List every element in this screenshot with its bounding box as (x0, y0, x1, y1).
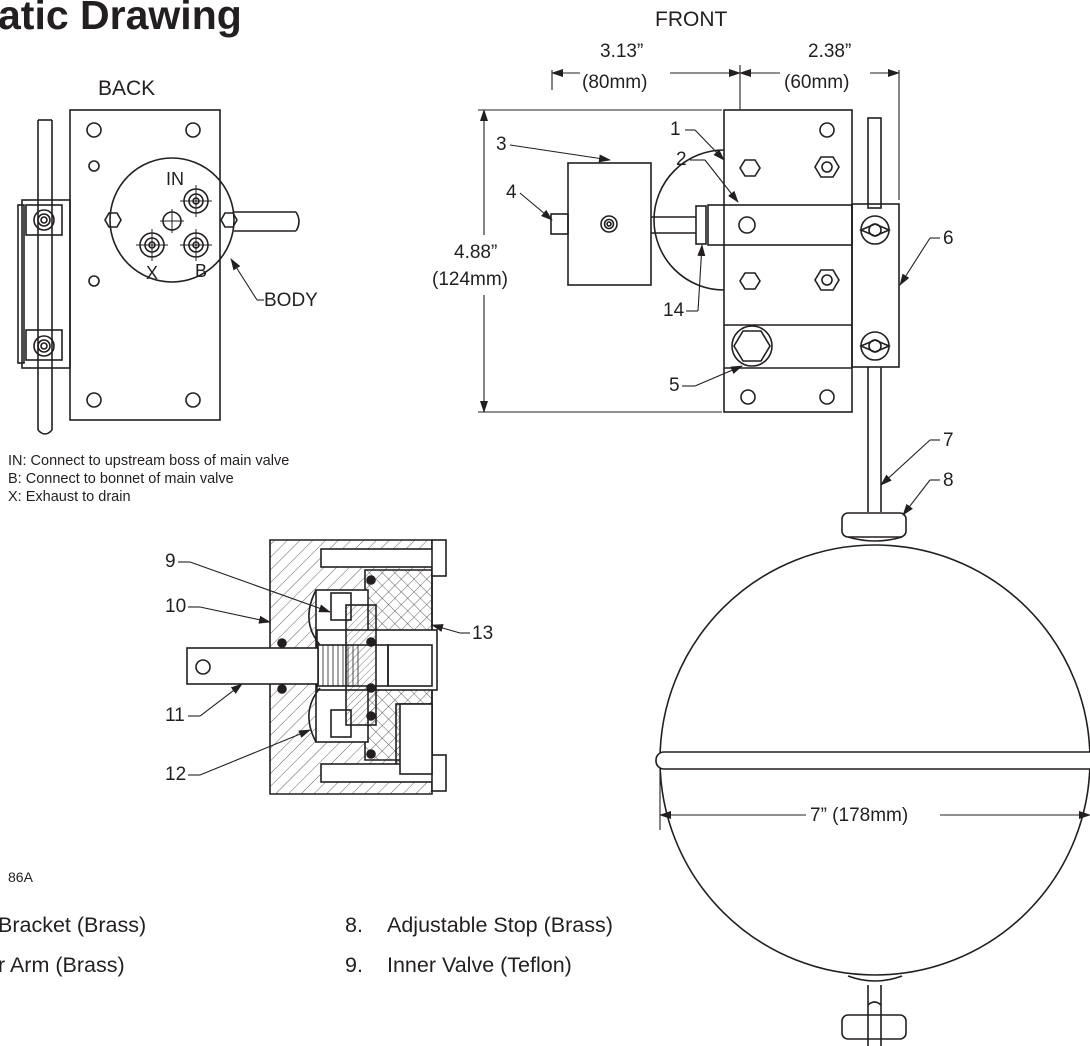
port-legend: IN: Connect to upstream boss of main val… (8, 452, 289, 506)
part-item: r Arm (Brass) (0, 953, 125, 977)
body-label: BODY (264, 290, 318, 311)
dim-height: 4.88” (454, 242, 498, 263)
back-view-label: BACK (98, 77, 156, 100)
dim-width-left-mm: (80mm) (582, 72, 648, 93)
legend-x: X: Exhaust to drain (8, 489, 131, 505)
callout-4: 4 (506, 182, 517, 203)
callout-leaders (178, 129, 940, 776)
port-x-label: X (146, 263, 159, 283)
back-view (17, 109, 300, 435)
front-nut-upper-icon (814, 156, 840, 178)
dim-width-right: 2.38” (808, 41, 852, 62)
clip-ring-lower-icon (858, 331, 892, 361)
callout-9: 9 (165, 551, 176, 572)
page-title: atic Drawing (0, 0, 242, 38)
part-item: 9.Inner Valve (Teflon) (345, 953, 572, 977)
dim-width-left: 3.13” (600, 41, 644, 62)
legend-b: B: Connect to bonnet of main valve (8, 471, 234, 487)
callout-7: 7 (943, 430, 954, 451)
valve-body-outline (109, 157, 235, 283)
callout-6: 6 (943, 228, 954, 249)
stop-nut-icon (600, 215, 618, 233)
front-view (478, 65, 1090, 1046)
port-x-icon (136, 229, 168, 261)
parts-list-right: 8.Adjustable Stop (Brass) 9.Inner Valve … (345, 905, 613, 985)
section-view (186, 539, 447, 795)
parts-list-left: Bracket (Brass) r Arm (Brass) (0, 905, 146, 985)
front-view-label: FRONT (655, 8, 728, 31)
port-in-label: IN (166, 169, 184, 189)
callout-8: 8 (943, 470, 954, 491)
callout-1: 1 (670, 119, 681, 140)
callout-12: 12 (165, 764, 187, 785)
dim-height-mm: (124mm) (432, 269, 509, 290)
callout-11: 11 (165, 705, 185, 726)
callout-5: 5 (669, 375, 680, 396)
callout-14: 14 (663, 300, 685, 321)
drawing-number: 86A (8, 869, 33, 885)
part-item: 8.Adjustable Stop (Brass) (345, 913, 613, 937)
port-b-label: B (195, 261, 208, 281)
callout-10: 10 (165, 596, 187, 617)
callout-13: 13 (472, 623, 494, 644)
dim-width-right-mm: (60mm) (784, 72, 850, 93)
front-nut-middle-icon (814, 269, 840, 291)
legend-in: IN: Connect to upstream boss of main val… (8, 453, 290, 469)
dim-float-diameter: 7” (178mm) (810, 805, 909, 826)
back-lock-nut-lower-icon (33, 335, 55, 357)
part-item: Bracket (Brass) (0, 913, 147, 937)
port-b-icon (180, 229, 212, 261)
back-lock-nut-upper-icon (33, 209, 55, 231)
adjusting-screw-icon (731, 325, 773, 367)
callout-2: 2 (676, 149, 687, 170)
clip-ring-upper-icon (858, 215, 892, 245)
port-in-icon (180, 185, 212, 217)
callout-3: 3 (496, 134, 507, 155)
